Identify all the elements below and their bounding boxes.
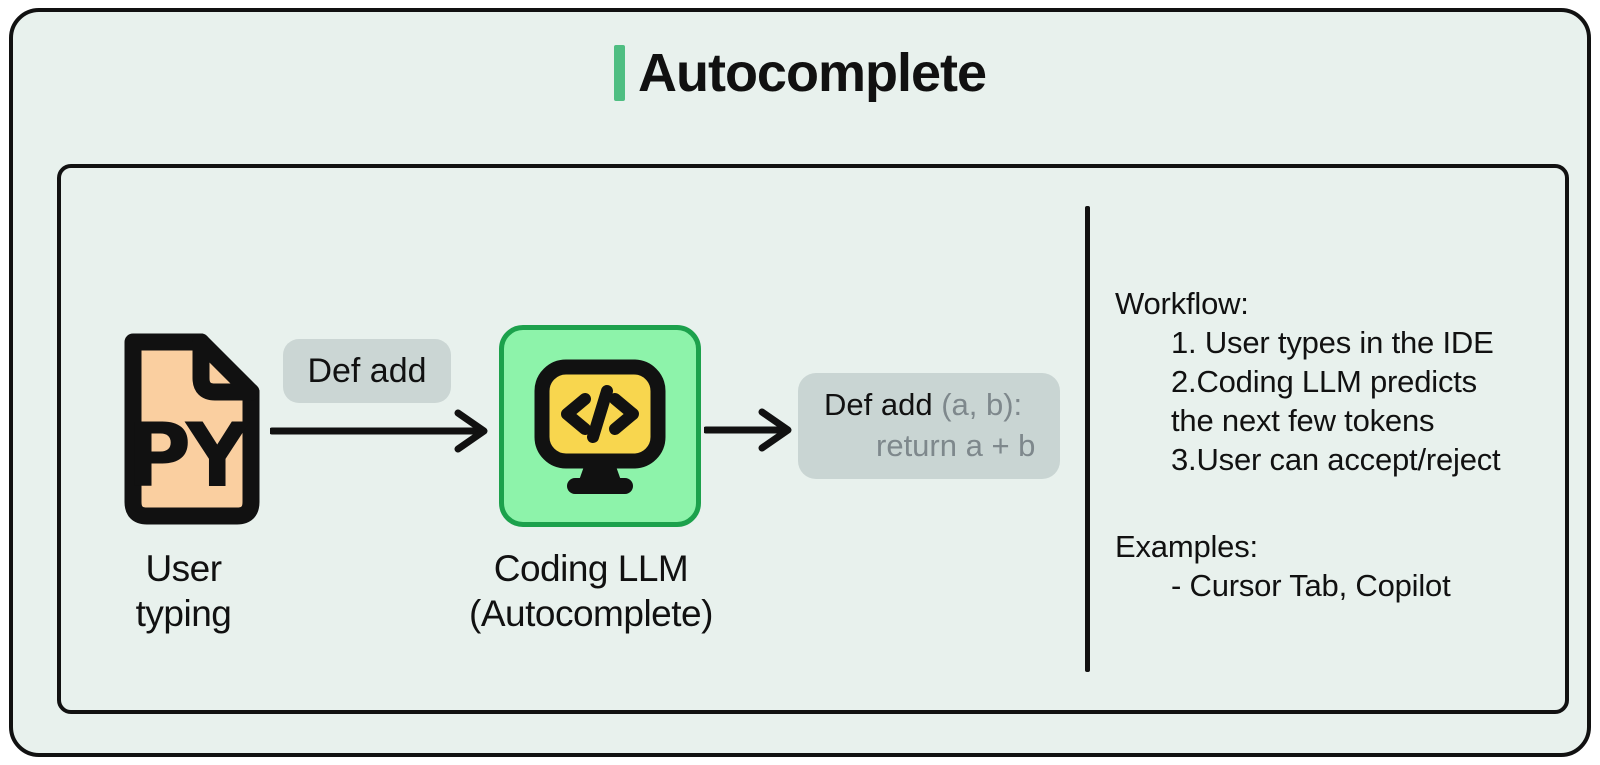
typed-code: Def add xyxy=(824,387,933,422)
code-monitor-icon xyxy=(534,359,666,494)
model-node-label: Coding LLM (Autocomplete) xyxy=(469,548,713,634)
user-node-label: User typing xyxy=(135,548,232,634)
arrow-right-icon xyxy=(270,409,488,453)
workflow-step: 1. User types in the IDE xyxy=(1171,325,1494,360)
suggested-code: (a, b): xyxy=(932,387,1023,422)
workflow-step: 2.Coding LLM predicts xyxy=(1171,364,1477,399)
page-title: Autocomplete xyxy=(637,43,987,103)
file-type-label: PY xyxy=(127,404,250,507)
arrow-right-icon xyxy=(704,408,792,452)
coding-llm-box xyxy=(499,325,701,527)
output-code-chip: Def add (a, b): return a + b xyxy=(798,373,1060,479)
outer-frame: Autocomplete PY User typing Def add xyxy=(9,8,1591,757)
title-accent-bar xyxy=(613,45,625,101)
workflow-heading: Workflow: xyxy=(1115,286,1249,321)
input-code-chip: Def add xyxy=(283,339,451,403)
output-line-2: return a + b xyxy=(876,428,1036,463)
workflow-step: the next few tokens xyxy=(1171,403,1435,438)
title-row: Autocomplete xyxy=(13,42,1587,104)
examples-heading: Examples: xyxy=(1115,529,1258,564)
diagram-panel: PY User typing Def add xyxy=(57,164,1569,714)
python-file-icon: PY xyxy=(124,333,260,525)
output-line-1: Def add (a, b): xyxy=(824,384,1060,425)
vertical-divider xyxy=(1085,206,1090,672)
notes-column: Workflow: 1. User types in the IDE 2.Cod… xyxy=(1115,284,1565,605)
example-item: - Cursor Tab, Copilot xyxy=(1171,568,1451,603)
notes-gap xyxy=(1115,479,1565,527)
workflow-step: 3.User can accept/reject xyxy=(1171,442,1501,477)
